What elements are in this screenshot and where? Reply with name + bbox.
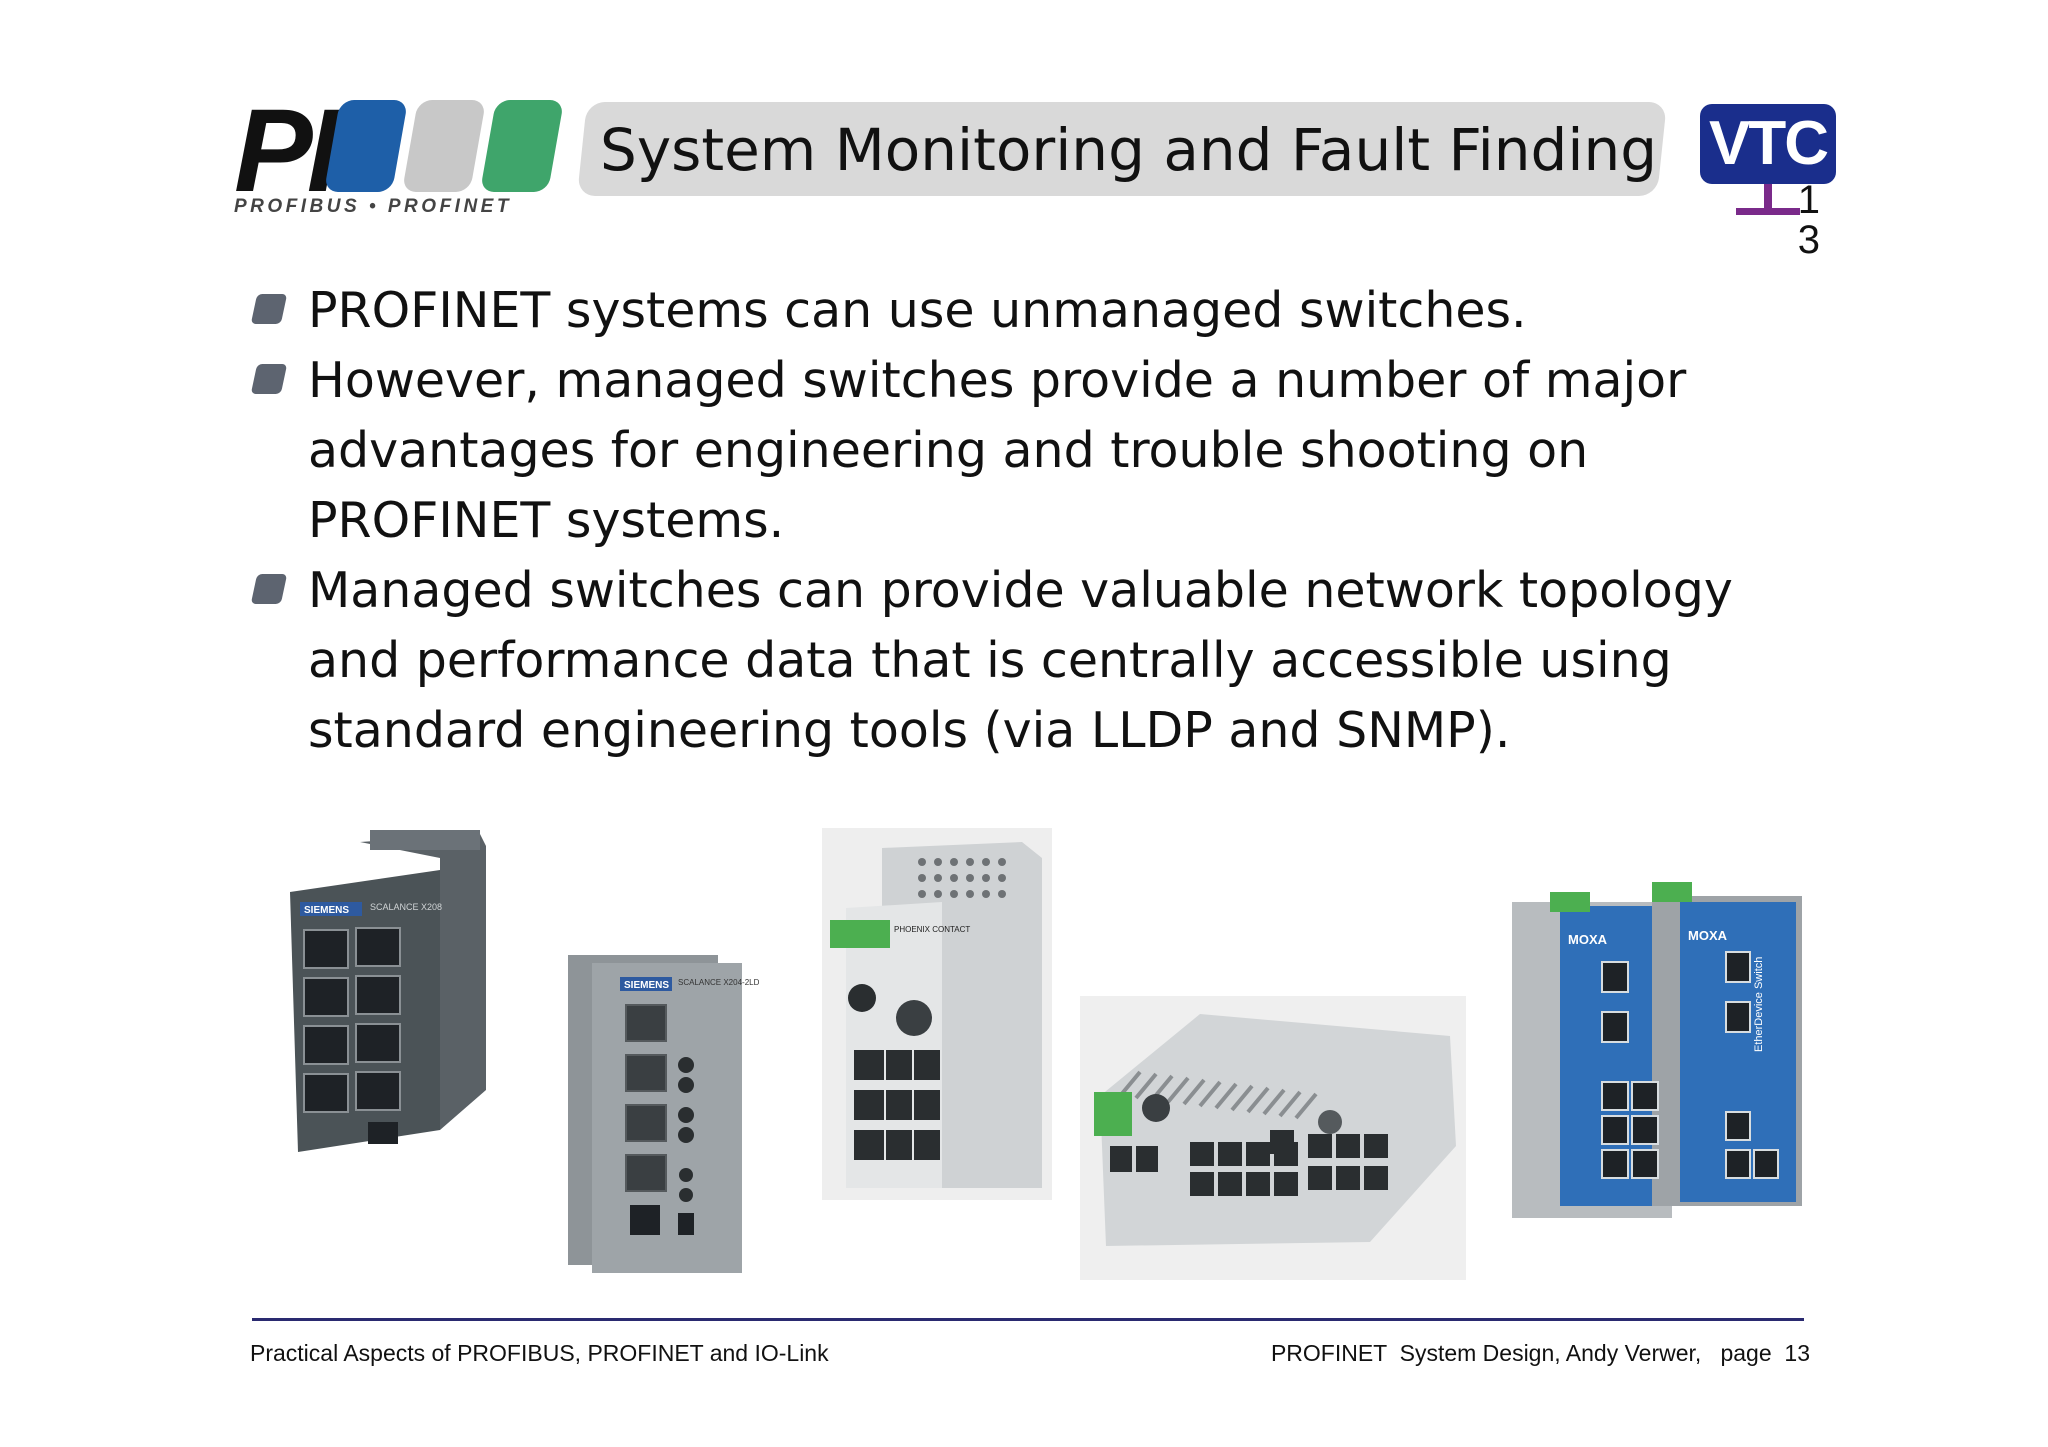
corner-page-digit-2: 3 [1797, 218, 1820, 262]
bullet-text: Managed switches can provide valuable ne… [308, 562, 1733, 759]
photo2-model: SCALANCE X204-2LD [678, 978, 760, 987]
pi-logo-letters: PI [234, 85, 339, 217]
photo3-brand: PHOENIX CONTACT [894, 925, 970, 934]
vtc-logo: VTC [1700, 104, 1840, 224]
bullet-item: Managed switches can provide valuable ne… [250, 556, 1832, 766]
footer-divider [252, 1318, 1804, 1321]
bullet-marker [250, 574, 288, 604]
footer-page-info: PROFINET System Design, Andy Verwer, pag… [1270, 1340, 1810, 1366]
photo-siemens-scalance-x204: SIEMENS SCALANCE X204-2LD [568, 955, 760, 1275]
vtc-stand [1764, 184, 1772, 208]
bullet-marker [250, 364, 288, 394]
photo-rack-switch [1080, 996, 1466, 1280]
photo-siemens-scalance-x208: SIEMENS SCALANCE X208 [290, 830, 490, 1160]
bullet-text: PROFINET systems can use unmanaged switc… [308, 282, 1527, 339]
footer-course-title: Practical Aspects of PROFIBUS, PROFINET … [250, 1340, 829, 1366]
pi-logo-blue-block [323, 100, 409, 192]
photo1-brand: SIEMENS [304, 905, 349, 916]
vtc-monitor-icon [1700, 104, 1836, 184]
pi-logo-green-block [479, 100, 565, 192]
corner-page-number: 1 3 [1790, 180, 1820, 260]
photo-phoenix-contact-switch: PHOENIX CONTACT [822, 828, 1052, 1200]
vtc-logo-text: VTC [1709, 109, 1829, 178]
photo5-brand-a: MOXA [1568, 932, 1608, 947]
photo5-model: EtherDevice Switch [1753, 957, 1765, 1052]
photo1-model: SCALANCE X208 [370, 902, 442, 912]
pi-logo-tagline: PROFIBUS • PROFINET [234, 196, 512, 217]
pi-logo: PI PROFIBUS • PROFINET [232, 85, 565, 222]
bullet-item: PROFINET systems can use unmanaged switc… [250, 276, 1832, 346]
vtc-stand-base [1736, 208, 1800, 215]
photo2-brand: SIEMENS [624, 980, 669, 991]
photo-moxa-etherdevice-switch: MOXA MOXA EtherDevice Switch [1512, 882, 1802, 1222]
corner-page-digit-1: 1 [1797, 178, 1820, 222]
bullet-marker [250, 294, 288, 324]
photo5-brand-b: MOXA [1688, 928, 1728, 943]
bullet-item: However, managed switches provide a numb… [250, 346, 1832, 556]
slide-title: System Monitoring and Fault Finding [600, 116, 1658, 184]
pi-logo-grey-block [401, 100, 487, 192]
bullet-list: PROFINET systems can use unmanaged switc… [250, 276, 1832, 766]
bullet-text: However, managed switches provide a numb… [308, 352, 1687, 549]
